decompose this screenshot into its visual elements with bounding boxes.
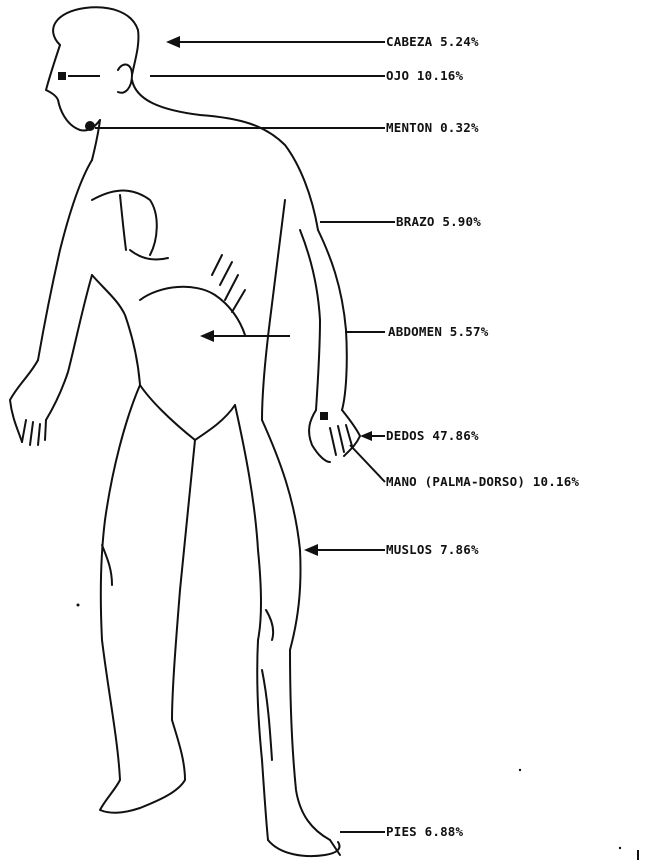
label-pies: PIES 6.88% xyxy=(386,824,463,839)
pointer-ojo xyxy=(58,72,385,80)
label-cabeza: CABEZA 5.24% xyxy=(386,34,479,49)
pointer-mano xyxy=(350,445,385,482)
pointer-cabeza xyxy=(166,36,385,48)
label-menton: MENTON 0.32% xyxy=(386,120,479,135)
pointer-abdomen xyxy=(200,330,385,342)
pointer-menton xyxy=(85,121,385,131)
label-abdomen: ABDOMEN 5.57% xyxy=(388,324,488,339)
pointer-dedos xyxy=(320,412,385,441)
label-ojo: OJO 10.16% xyxy=(386,68,463,83)
label-dedos: DEDOS 47.86% xyxy=(386,428,479,443)
label-brazo: BRAZO 5.90% xyxy=(396,214,481,229)
scan-speck xyxy=(619,847,621,849)
body-outline xyxy=(10,7,360,856)
scan-speck xyxy=(519,769,521,771)
pointer-muslos xyxy=(304,544,385,556)
label-muslos: MUSLOS 7.86% xyxy=(386,542,479,557)
scan-speck xyxy=(77,604,80,607)
label-mano: MANO (PALMA-DORSO) 10.16% xyxy=(386,474,579,489)
